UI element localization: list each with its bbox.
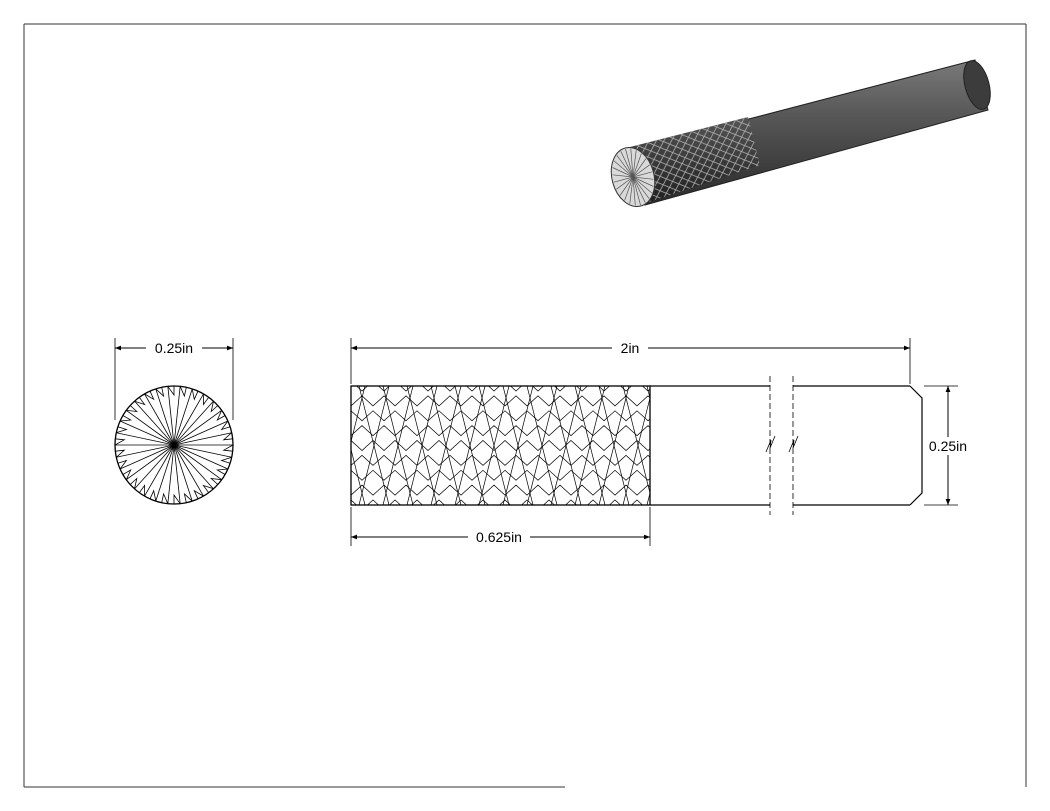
dimension-knurl-length-group: 0.625in [350, 507, 651, 546]
dimension-overall-length-group: 2in [350, 338, 911, 384]
dimension-side-diameter: 0.25in [929, 438, 967, 454]
dimension-knurl-length: 0.625in [476, 529, 522, 545]
isometric-end-face [610, 147, 656, 207]
dimension-side-diameter-group: 0.25in [924, 385, 974, 506]
drawing-frame [23, 23, 1027, 788]
side-view: 2in 0.625in 0.25in [350, 338, 974, 546]
isometric-view [610, 59, 991, 207]
dimension-end-diameter: 0.25in [155, 340, 193, 356]
break-lines [765, 376, 799, 515]
dimension-overall-length: 2in [621, 340, 640, 356]
end-view: 0.25in [114, 338, 234, 505]
